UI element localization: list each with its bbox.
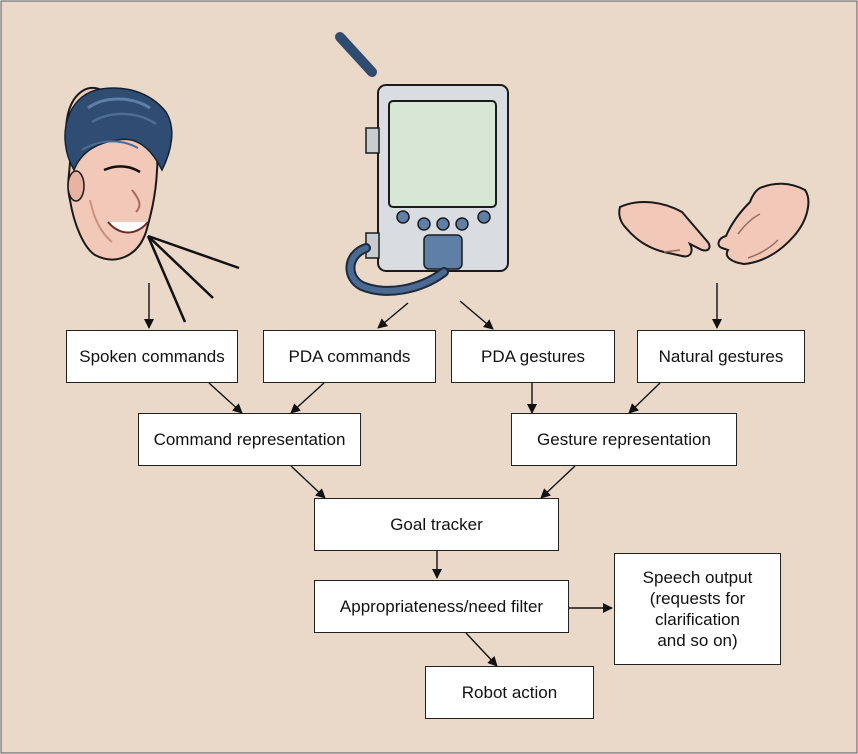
node-label: PDA gestures (481, 346, 585, 366)
node-gesture-representation: Gesture representation (511, 413, 737, 466)
hands-gesture-icon (618, 182, 810, 266)
node-label: PDA commands (288, 346, 411, 366)
node-robot-action: Robot action (425, 666, 594, 719)
arrow-natural-to-gest-rep (628, 382, 661, 414)
node-pda-gestures: PDA gestures (451, 330, 615, 383)
arrow-filter-to-robot (465, 632, 498, 667)
arrow-gest-rep-to-goal (540, 465, 576, 499)
node-goal-tracker: Goal tracker (314, 498, 559, 551)
arrow-cmd-rep-to-goal (290, 465, 326, 499)
node-pda-commands: PDA commands (263, 330, 436, 383)
node-speech-output: Speech output (requests for clarificatio… (614, 553, 781, 665)
node-label: Spoken commands (79, 346, 225, 366)
pda-device-icon (335, 32, 509, 296)
node-label: Goal tracker (390, 514, 483, 534)
node-label: Robot action (461, 682, 558, 702)
node-natural-gestures: Natural gestures (637, 330, 805, 383)
sound-lines-icon (146, 234, 240, 323)
node-spoken-commands: Spoken commands (66, 330, 238, 383)
node-label: Command representation (153, 429, 346, 449)
node-appropriateness-filter: Appropriateness/need filter (314, 580, 569, 633)
face-illustration-icon (64, 86, 173, 261)
node-label: Appropriateness/need filter (339, 596, 544, 616)
node-label: Gesture representation (537, 429, 711, 449)
connectors (144, 283, 722, 667)
arrow-spoken-to-cmd-rep (208, 382, 243, 414)
arrow-pda-to-pda-commands (377, 302, 409, 329)
node-label: Natural gestures (658, 346, 784, 366)
arrow-pda-to-pda-gestures (459, 300, 494, 330)
node-command-representation: Command representation (138, 413, 361, 466)
arrow-pda-commands-to-cmd-rep (290, 382, 325, 414)
node-label: Speech output (requests for clarificatio… (642, 567, 753, 651)
